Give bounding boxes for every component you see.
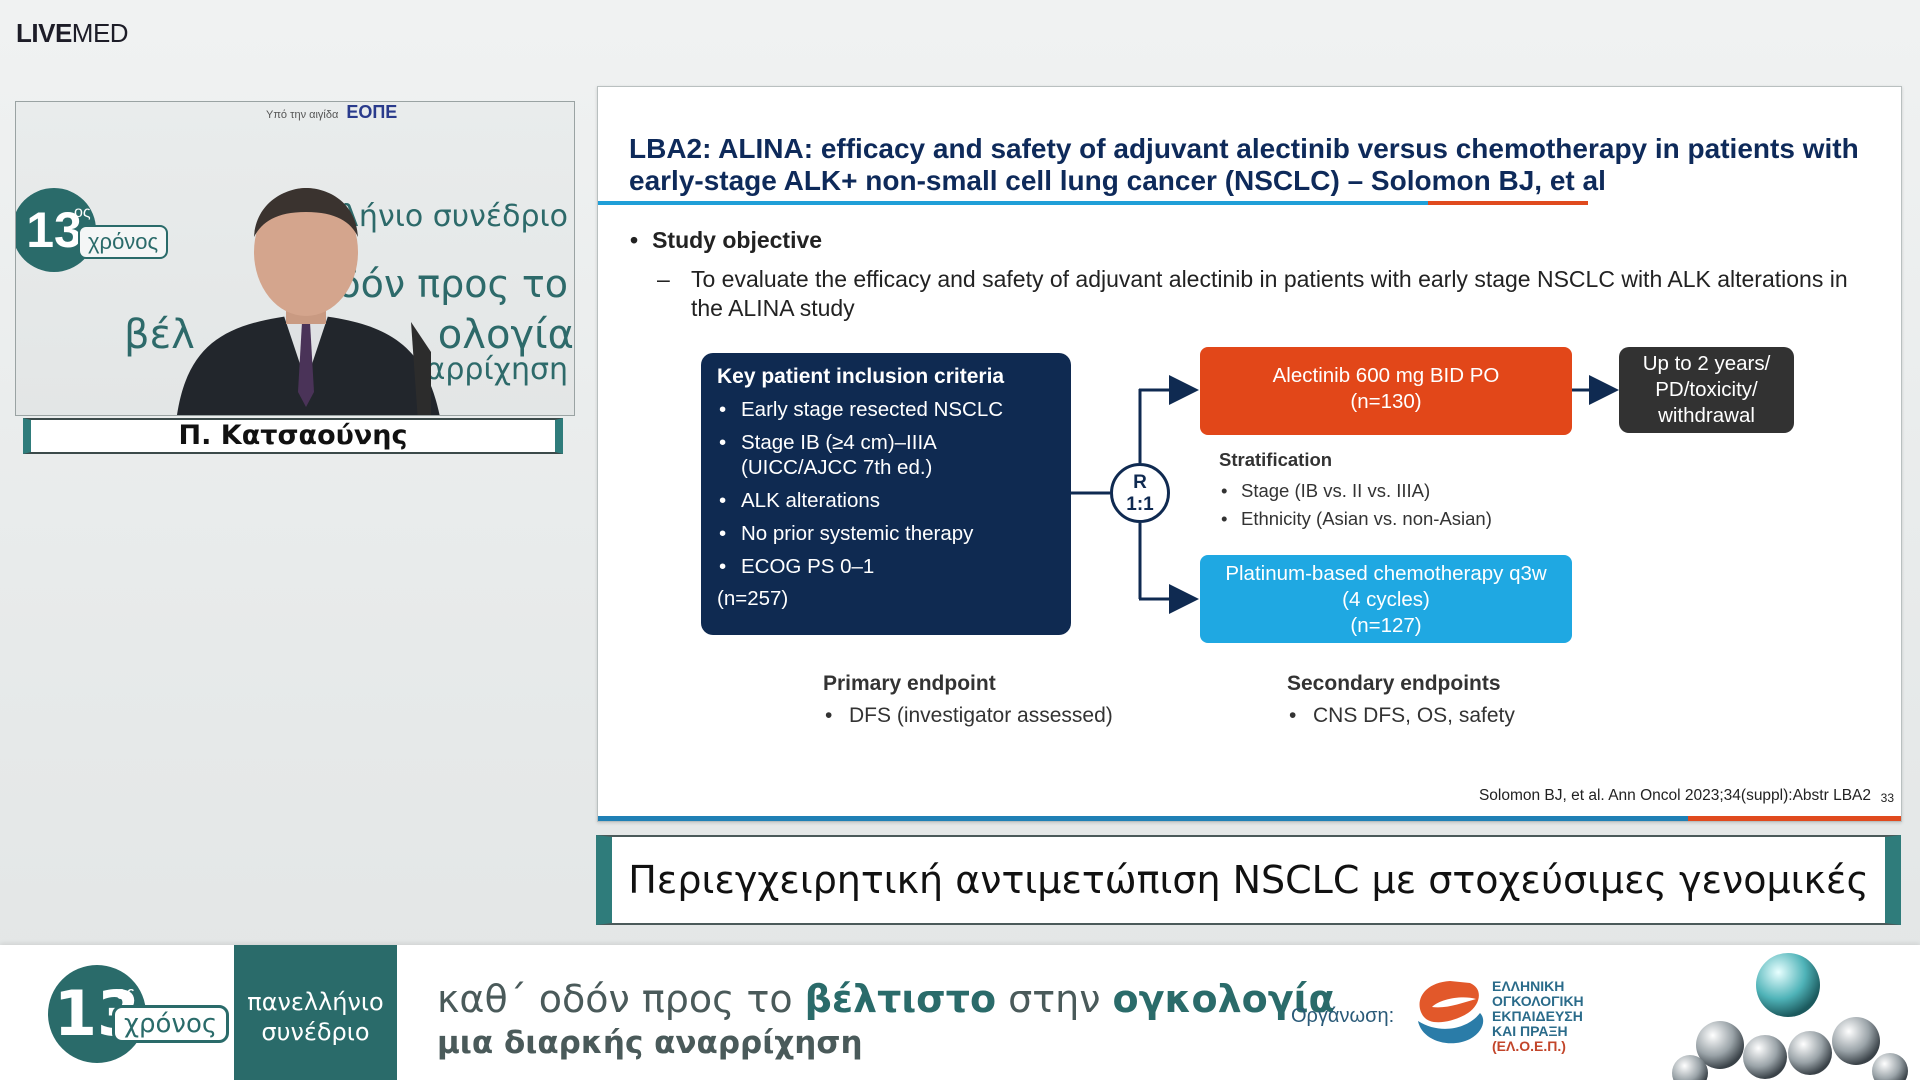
webcam-badge-os: ος <box>74 204 91 221</box>
molecule-graphic <box>1672 953 1908 1080</box>
inclusion-criteria-box: Key patient inclusion criteria Early sta… <box>701 353 1071 635</box>
primary-endpoint: Primary endpoint DFS (investigator asses… <box>823 672 1113 728</box>
criteria-title: Key patient inclusion criteria <box>717 365 1005 388</box>
webcam-backdrop-vel: βέλ <box>124 312 195 358</box>
objective-heading: •Study objective <box>630 227 823 253</box>
criteria-item: ALK alterations <box>717 488 1055 513</box>
webcam-backdrop-line1: λήνιο συνέδριο <box>341 199 568 234</box>
stratification-title: Stratification <box>1219 449 1333 470</box>
footer-pan-line1: πανελλήνιο <box>247 988 384 1016</box>
brand-med: MED <box>71 18 129 48</box>
eloep-logo-text: ΕΛΛΗΝΙΚΗ ΟΓΚΟΛΟΓΙΚΗ ΕΚΠΑΙΔΕΥΣΗ ΚΑΙ ΠΡΑΞΗ… <box>1492 979 1584 1054</box>
footer-badge-os: ος <box>116 983 135 1003</box>
outcome-line3: withdrawal <box>1658 404 1755 427</box>
outcome-line2: PD/toxicity/ <box>1655 378 1758 401</box>
slide-footer-rule-blue <box>598 816 1688 821</box>
webcam-backdrop-line3: ολογία <box>437 312 574 358</box>
footer-tagline-2: μια διαρκής αναρρίχηση <box>437 1025 863 1061</box>
objective-text: –To evaluate the efficacy and safety of … <box>657 266 1848 321</box>
outcome-line1: Up to 2 years/ <box>1642 352 1771 375</box>
tagline-mid: στην <box>996 977 1113 1021</box>
webcam-auspices-text: Υπό την αιγίδα <box>266 109 339 121</box>
brand-live: LIVE <box>16 18 72 48</box>
livemed-logo: LIVEMED <box>16 18 129 49</box>
speaker-name-plate: Π. Κατσαούνης <box>23 418 563 454</box>
criteria-item: No prior systemic therapy <box>717 521 1055 546</box>
footer-panhellenic: πανελλήνιο συνέδριο <box>234 945 397 1080</box>
secondary-endpoints-title: Secondary endpoints <box>1287 672 1501 695</box>
webcam-badge-xronos: χρόνος <box>78 225 169 259</box>
tagline-highlight-1: βέλτιστο <box>804 977 997 1021</box>
title-rule-red <box>1428 201 1588 205</box>
primary-endpoint-title: Primary endpoint <box>823 672 996 695</box>
tagline-pre: καθ΄ οδόν προς το <box>437 977 805 1021</box>
title-rule-blue <box>598 201 1428 205</box>
randomization-ratio: 1:1 <box>1126 494 1154 515</box>
footer-pan-line2: συνέδριο <box>261 1018 370 1046</box>
session-topic-banner: Περιεγχειρητική αντιμετώπιση NSCLC με στ… <box>596 835 1901 988</box>
slide-footer-rule-red <box>1688 816 1901 821</box>
webcam-top-logos: Υπό την αιγίδα EOПE <box>266 102 397 123</box>
randomization-r: R <box>1133 472 1147 493</box>
criteria-item: Stage IB (≥4 cm)–IIIA (UICC/AJCC 7th ed.… <box>717 430 1055 480</box>
criteria-n: (n=257) <box>717 587 789 610</box>
eloep-line: ΕΛΛΗΝΙΚΗ <box>1492 978 1565 994</box>
secondary-endpoints: Secondary endpoints CNS DFS, OS, safety <box>1287 672 1515 728</box>
outcome-box: Up to 2 years/ PD/toxicity/ withdrawal <box>1619 347 1794 433</box>
randomization-circle: R 1:1 <box>1110 463 1170 523</box>
speaker-figure <box>177 188 440 415</box>
criteria-list: Early stage resected NSCLC Stage IB (≥4 … <box>717 397 1055 579</box>
webcam-backdrop-line2: οδόν προς το <box>314 262 568 306</box>
conference-footer: 13 ος χρόνος πανελλήνιο συνέδριο καθ΄ οδ… <box>0 945 1920 1080</box>
objective-text-content: To evaluate the efficacy and safety of a… <box>691 266 1848 321</box>
primary-endpoint-item: DFS (investigator assessed) <box>823 704 1113 728</box>
webcam-backdrop-line4: αρρίχηση <box>425 352 568 387</box>
criteria-item: Early stage resected NSCLC <box>717 397 1055 422</box>
eloep-line: ΚΑΙ ΠΡΑΞΗ <box>1492 1023 1568 1039</box>
arm-a-line2: (n=130) <box>1350 390 1422 413</box>
tagline-highlight-2: ογκολογία <box>1112 977 1335 1021</box>
eloep-line: ΟΓΚΟΛΟΓΙΚΗ <box>1492 993 1584 1009</box>
stratification: Stratification Stage (IB vs. II vs. IIIA… <box>1219 449 1492 533</box>
arm-b-line1: Platinum-based chemotherapy q3w <box>1225 562 1547 585</box>
objective-label: Study objective <box>652 227 823 253</box>
arm-a-line1: Alectinib 600 mg BID PO <box>1272 364 1500 387</box>
footer-tagline: καθ΄ οδόν προς το βέλτιστο στην ογκολογί… <box>437 977 1335 1021</box>
stratification-item: Ethnicity (Asian vs. non-Asian) <box>1219 505 1492 533</box>
stratification-list: Stage (IB vs. II vs. IIIA) Ethnicity (As… <box>1219 477 1492 533</box>
eone-logo: EOПE <box>346 102 398 122</box>
eloep-line: ΕΚΠΑΙΔΕΥΣΗ <box>1492 1008 1583 1024</box>
eloep-abbr: (ΕΛ.Ο.Ε.Π.) <box>1492 1038 1566 1054</box>
arm-alectinib: Alectinib 600 mg BID PO (n=130) <box>1200 347 1572 435</box>
organizer-label: Οργάνωση: <box>1291 1005 1395 1027</box>
arm-b-line3: (n=127) <box>1350 614 1422 637</box>
stratification-item: Stage (IB vs. II vs. IIIA) <box>1219 477 1492 505</box>
slide-citation: Solomon BJ, et al. Ann Oncol 2023;34(sup… <box>1478 787 1871 804</box>
eloep-logo-icon <box>1418 981 1484 1044</box>
arm-chemotherapy: Platinum-based chemotherapy q3w (4 cycle… <box>1200 555 1572 643</box>
criteria-item: ECOG PS 0–1 <box>717 554 1055 579</box>
slide-title: LBA2: ALINA: efficacy and safety of adju… <box>629 133 1859 196</box>
arm-b-line2: (4 cycles) <box>1342 588 1430 611</box>
footer-badge-xronos: χρόνος <box>112 1005 230 1043</box>
secondary-endpoints-item: CNS DFS, OS, safety <box>1287 704 1515 728</box>
presentation-slide: LBA2: ALINA: efficacy and safety of adju… <box>597 86 1902 822</box>
slide-page-number: 33 <box>1880 791 1894 805</box>
